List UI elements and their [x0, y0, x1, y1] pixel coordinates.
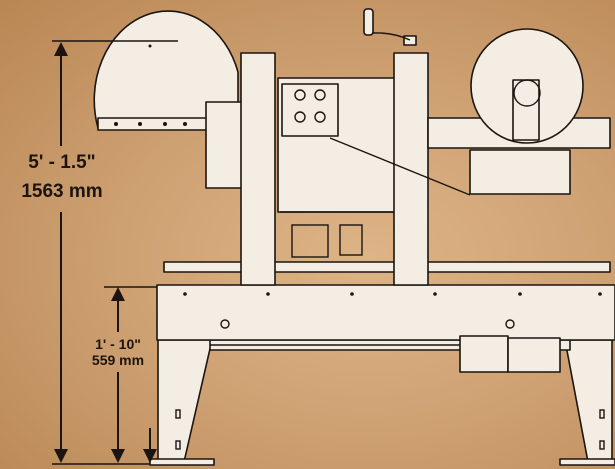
left-column — [240, 52, 276, 286]
control-knob-1 — [294, 89, 306, 101]
left-leg — [157, 339, 213, 463]
overall-height-imperial: 5' - 1.5" — [28, 152, 96, 173]
table-bed — [156, 284, 615, 341]
bed-fastener-right — [505, 319, 515, 329]
drive-motor — [459, 335, 509, 373]
crank-knob — [403, 35, 417, 46]
table-height-metric: 559 mm — [91, 352, 145, 368]
fastener-dots — [114, 44, 602, 296]
right-foot — [559, 458, 615, 466]
right-column — [393, 52, 429, 286]
tape-holder-arm — [512, 79, 540, 141]
overall-height-metric: 1563 mm — [21, 181, 103, 202]
regulator — [339, 224, 363, 256]
left-leg-slot-1 — [175, 409, 181, 419]
right-leg-slot-2 — [599, 440, 605, 450]
right-leg — [564, 339, 613, 463]
right-leg-slot-1 — [599, 409, 605, 419]
left-leg-slot-2 — [175, 440, 181, 450]
side-arm — [329, 137, 471, 196]
tape-hub — [513, 79, 541, 107]
gearbox — [507, 337, 561, 373]
valve-assembly — [291, 224, 329, 258]
left-foot — [149, 458, 215, 466]
table-height-imperial: 1' - 10" — [95, 336, 141, 352]
top-plate — [163, 261, 611, 273]
control-box — [281, 83, 339, 137]
control-knob-3 — [294, 111, 306, 123]
right-head-lower — [469, 149, 571, 195]
control-knob-4 — [314, 111, 326, 123]
side-box — [205, 101, 243, 189]
bed-fastener-left — [220, 319, 230, 329]
control-knob-2 — [314, 89, 326, 101]
crank-handle — [363, 8, 374, 36]
crank-arm — [371, 32, 411, 41]
